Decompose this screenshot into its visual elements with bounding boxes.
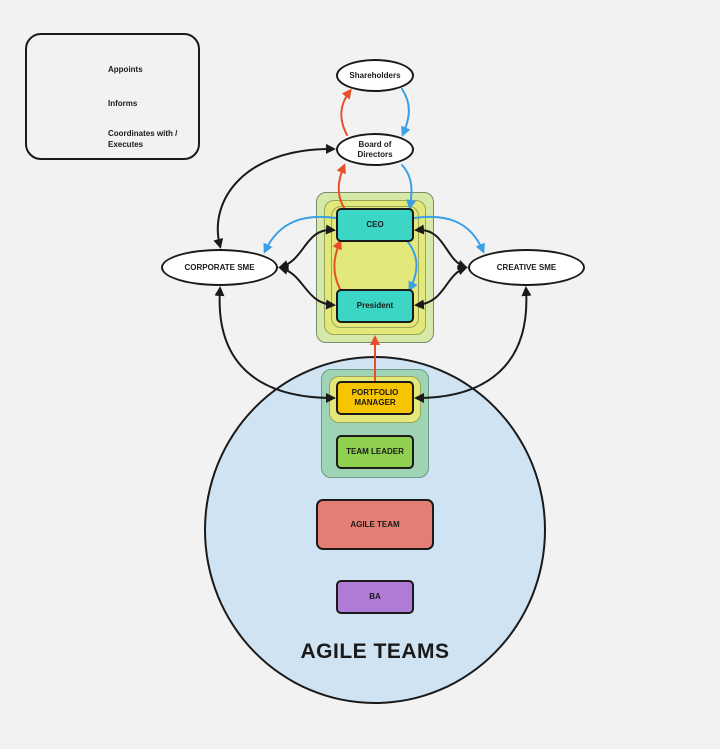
- ceo-to-president-arrow: [407, 241, 418, 292]
- team-leader-node: TEAM LEADER: [336, 435, 414, 469]
- creative-sme-node: CREATIVE SME: [468, 249, 585, 286]
- ceo-to-board-arrow: [336, 163, 346, 209]
- ceo-corporate-sme-link: [278, 224, 336, 270]
- president-corporate-sme-link: [278, 265, 336, 310]
- board-to-ceo-arrow: [401, 164, 417, 210]
- corporate-sme-portfolio-link: [214, 286, 336, 403]
- president-to-ceo-arrow: [332, 239, 342, 290]
- ba-node: BA: [336, 580, 414, 614]
- ceo-to-creative-sme-arrow: [413, 215, 485, 254]
- legend: Appoints Informs Coordinates with / Exec…: [25, 33, 200, 160]
- creative-sme-portfolio-link: [414, 286, 532, 403]
- shareholders-to-board-arrow: [401, 88, 411, 137]
- legend-appoints-label: Appoints: [108, 65, 143, 74]
- president-creative-sme-link: [414, 265, 468, 310]
- board-corporate-sme-link: [213, 143, 336, 249]
- president-node: President: [336, 289, 414, 323]
- portfolio-manager-node: PORTFOLIO MANAGER: [336, 381, 414, 415]
- ceo-to-corporate-sme-arrow: [263, 215, 337, 254]
- legend-informs-label: Informs: [108, 99, 138, 108]
- agile-team-node: AGILE TEAM: [316, 499, 434, 550]
- agile-teams-title: AGILE TEAMS: [300, 640, 450, 663]
- ceo-node: CEO: [336, 208, 414, 242]
- board-to-shareholders-arrow: [340, 88, 352, 136]
- board-of-directors-node: Board of Directors: [336, 133, 414, 166]
- ceo-creative-sme-link: [414, 224, 468, 270]
- corporate-sme-node: CORPORATE SME: [161, 249, 278, 286]
- legend-coordinates-label: Coordinates with / Executes: [108, 129, 178, 149]
- shareholders-node: Shareholders: [336, 59, 414, 92]
